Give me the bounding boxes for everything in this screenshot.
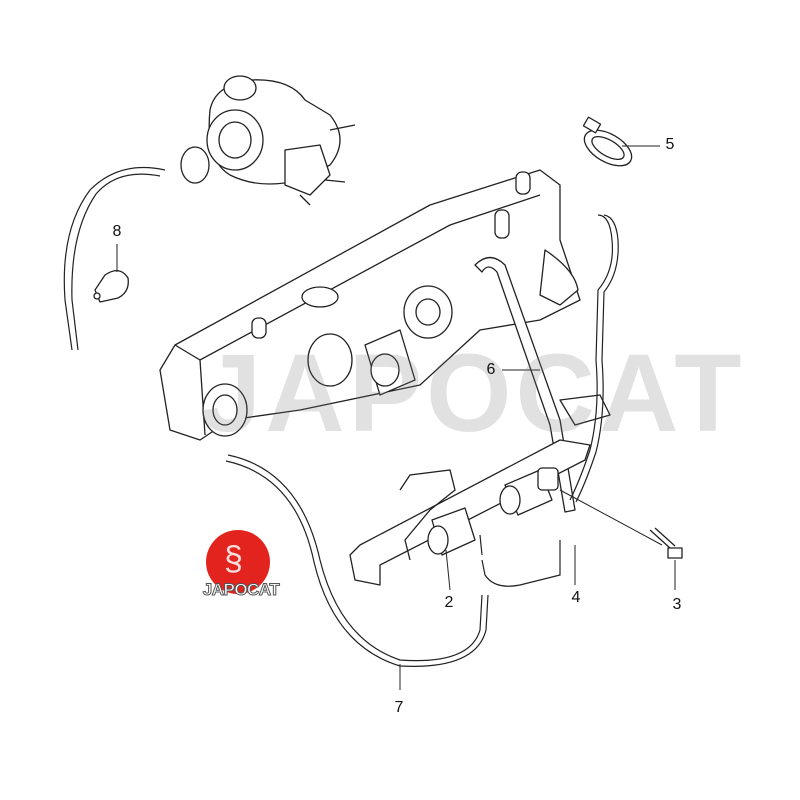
turbocharger (180, 75, 356, 206)
hose-clip (93, 270, 129, 303)
bolt (649, 527, 683, 559)
callout-8: 8 (112, 223, 122, 240)
callout-3: 3 (672, 596, 682, 613)
japocat-logo: § JAPOCAT (196, 528, 286, 608)
intake-manifold (159, 169, 581, 441)
leader-2 (445, 549, 451, 591)
solenoid-valve-2 (427, 507, 476, 556)
callout-5: 5 (665, 136, 675, 153)
logo-red-circle (206, 530, 270, 594)
vacuum-hose-right (569, 214, 614, 501)
callout-2: 2 (444, 594, 454, 611)
logo-cat-icon: § (224, 540, 243, 578)
vacuum-hose-left (63, 166, 166, 351)
leader-3b (559, 489, 663, 546)
solenoid-valve-4 (499, 467, 559, 516)
callout-4: 4 (571, 589, 581, 606)
logo-text: JAPOCAT (202, 580, 280, 600)
callout-6: 6 (486, 361, 496, 378)
hose-clamp (582, 116, 633, 167)
callout-7: 7 (394, 699, 404, 716)
vacuum-hose-7 (227, 454, 483, 662)
vacuum-pipe (474, 256, 576, 513)
